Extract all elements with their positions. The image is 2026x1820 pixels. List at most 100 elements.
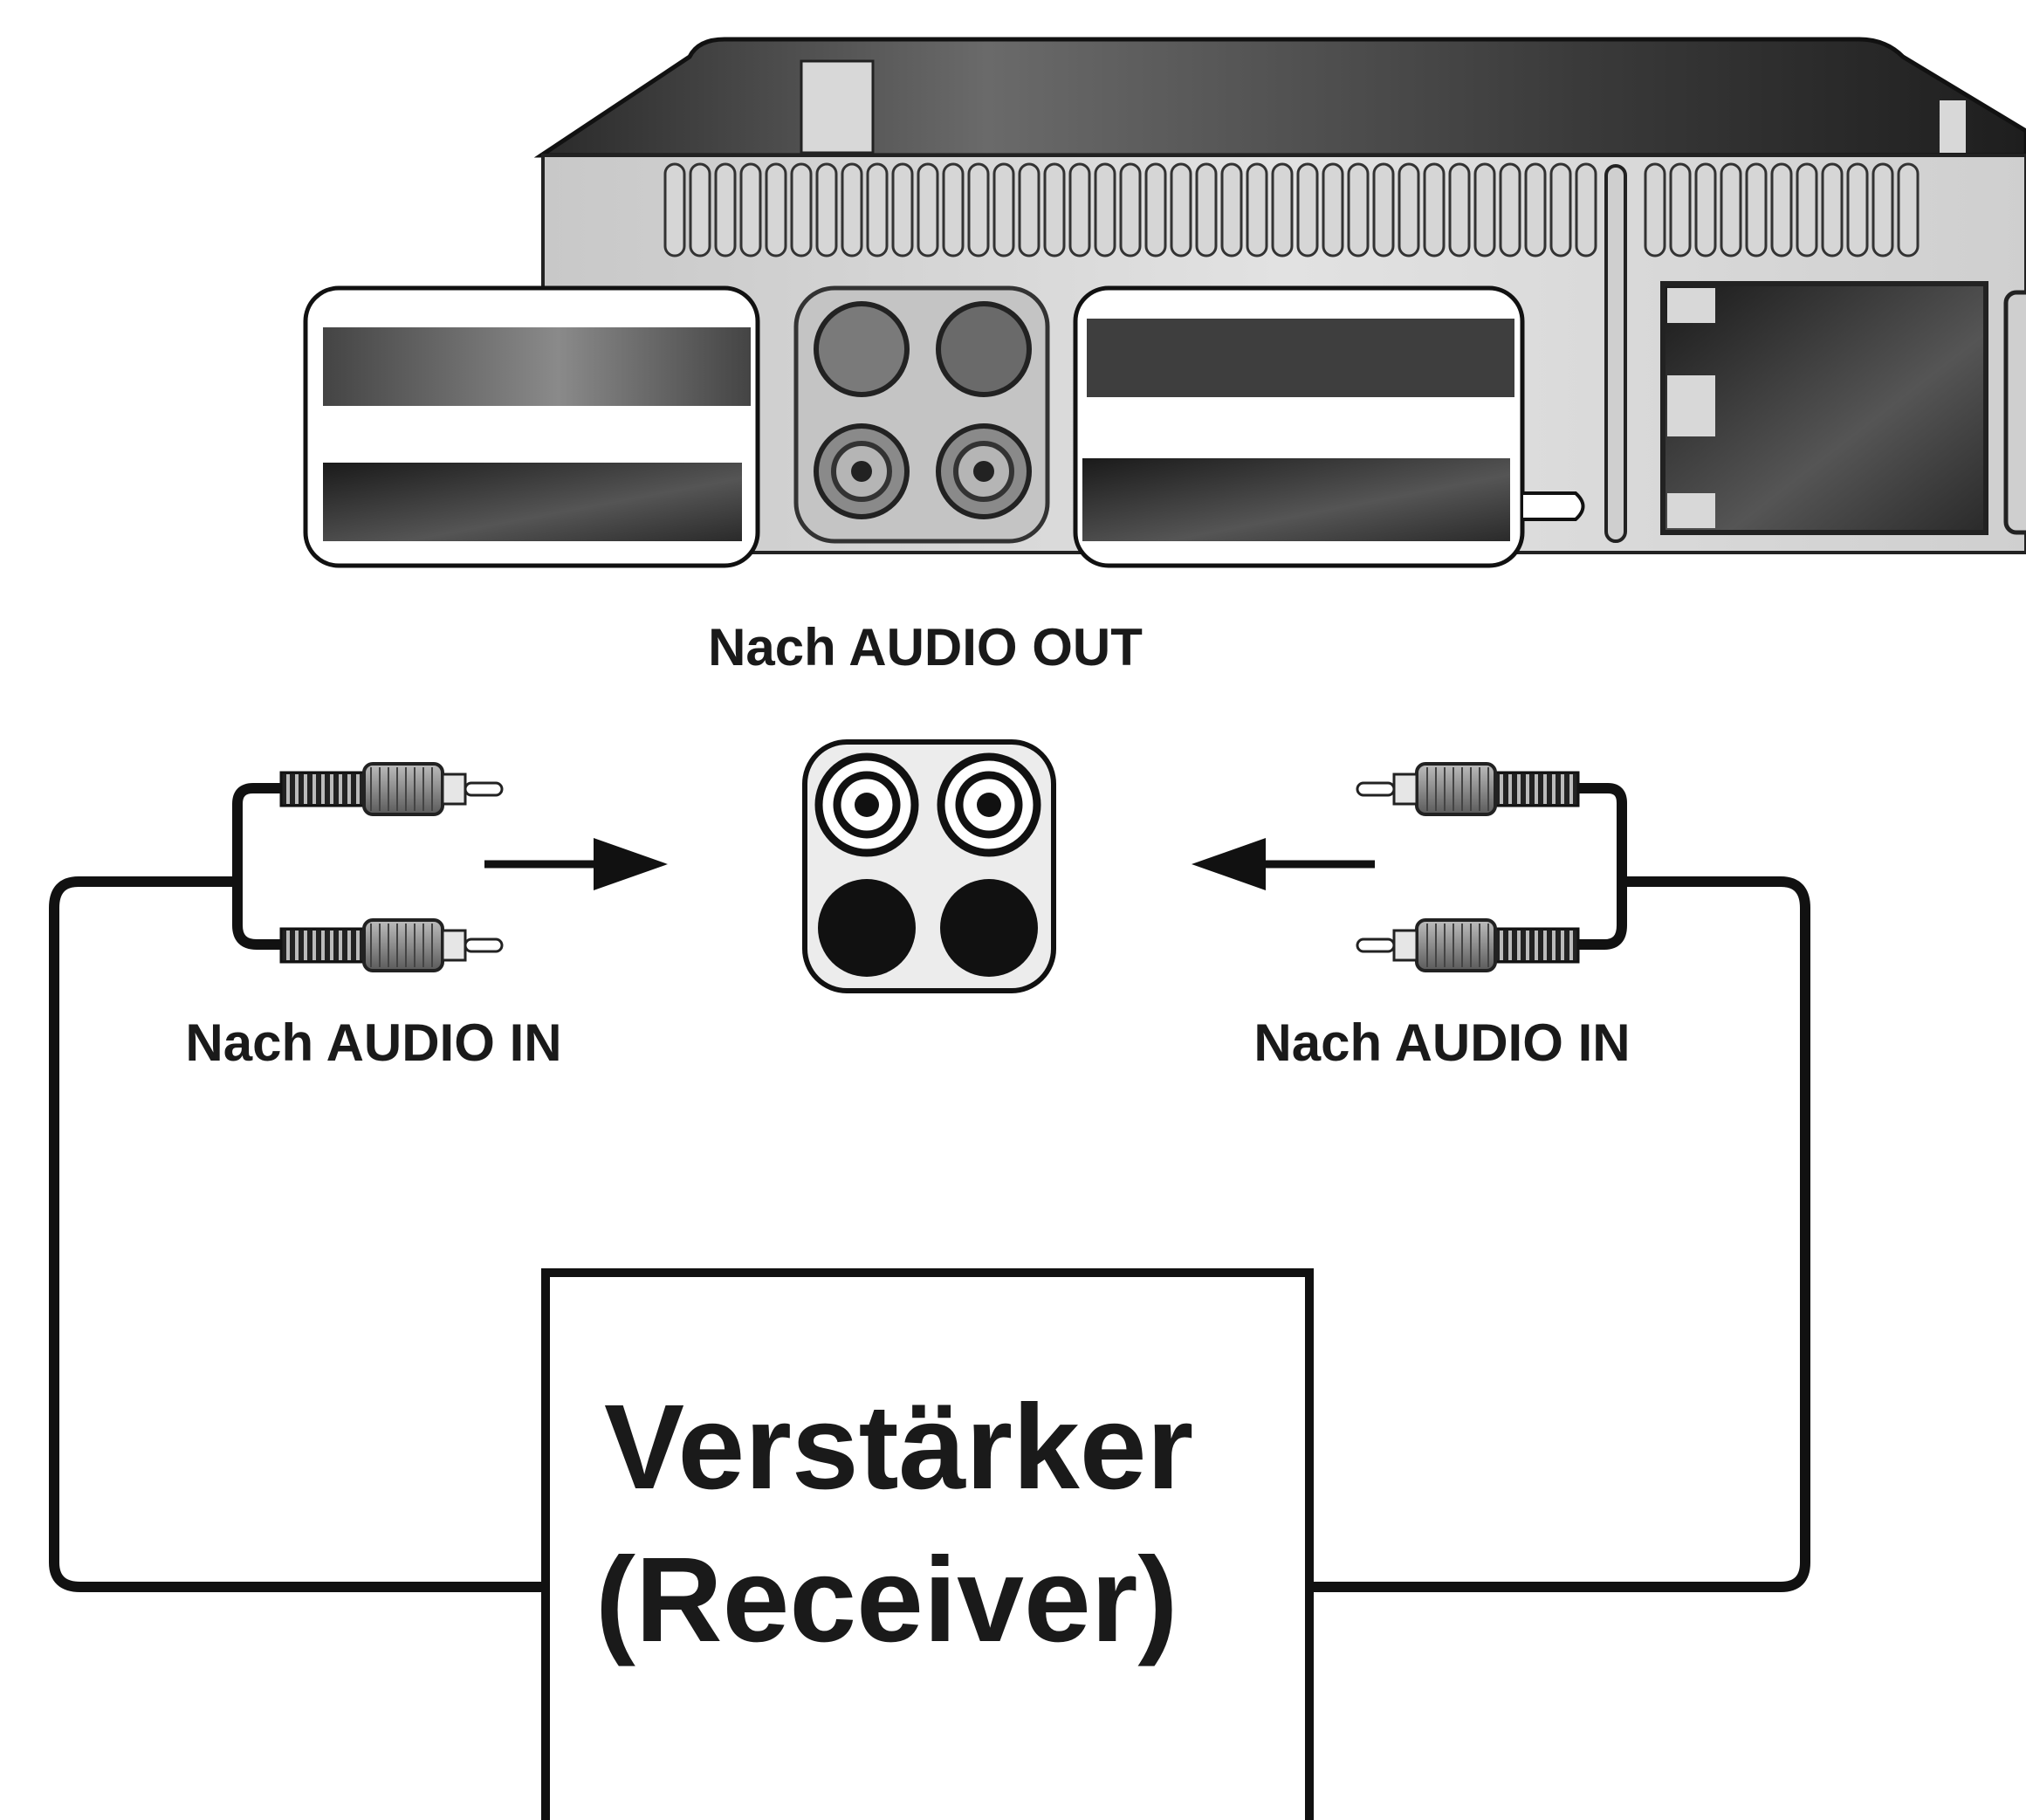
vent-slot: [1448, 162, 1471, 258]
plug-crimp-rib: [1526, 774, 1529, 804]
audio-out-label: Nach AUDIO OUT: [708, 618, 1143, 676]
left-connector-stripe-top: [323, 327, 751, 406]
arrow-left: [1192, 838, 1375, 890]
right-connector-latch: [1523, 491, 1585, 521]
vent-slot: [1499, 162, 1521, 258]
device-rear-panel: [303, 37, 2026, 568]
jack-bottom-left: [818, 879, 916, 977]
vent-slot: [1068, 162, 1091, 258]
vent-slot: [1423, 162, 1446, 258]
vent-slot: [891, 162, 914, 258]
plug-collar: [441, 929, 467, 962]
audio-in-right-label: Nach AUDIO IN: [1253, 1013, 1630, 1072]
vent-slot: [1322, 162, 1344, 258]
plug-collar: [1392, 929, 1418, 962]
plug-left-top: [279, 762, 504, 816]
right-connector-stripe-bottom: [1082, 458, 1510, 541]
plug-pin: [464, 937, 504, 953]
plug-crimp-rib: [1543, 931, 1547, 960]
plug-crimp-rib: [1500, 931, 1503, 960]
vent-slot: [1770, 162, 1793, 258]
vent-slot: [1524, 162, 1547, 258]
rear-module: [1660, 281, 1988, 535]
rear-module-tab-1: [1667, 288, 1715, 323]
vent-slot: [1575, 162, 1597, 258]
plug-crimp-rib: [1561, 774, 1564, 804]
receiver-title-line2: (Receiver): [595, 1533, 1178, 1667]
plug-crimp-rib: [1508, 931, 1512, 960]
cable-right: [1311, 783, 1810, 1592]
vent-slot: [1043, 162, 1066, 258]
plug-pin: [1356, 937, 1396, 953]
plug-crimp-rib: [295, 931, 299, 960]
plug-crimp-rib: [321, 931, 325, 960]
device-jack-bottom-right-pin: [973, 461, 994, 482]
vent-slot: [942, 162, 965, 258]
vent-slot: [1271, 162, 1294, 258]
divider-rail: [1604, 164, 1627, 543]
plug-body: [1415, 762, 1497, 816]
vent-slot: [1745, 162, 1768, 258]
plug-crimp-rib: [1561, 931, 1564, 960]
vent-slot: [689, 162, 711, 258]
receiver-title-line1: Verstärker: [604, 1380, 1193, 1514]
vent-slot: [1473, 162, 1496, 258]
jack-top-left-pin: [855, 793, 879, 817]
vent-slot: [1018, 162, 1040, 258]
audio-in-left-label: Nach AUDIO IN: [185, 1013, 561, 1072]
vent-slot: [1347, 162, 1370, 258]
plug-crimp-rib: [356, 931, 360, 960]
plug-crimp-rib: [1569, 931, 1573, 960]
plug-crimp-rib: [286, 774, 290, 804]
plug-crimp-rib: [286, 931, 290, 960]
vent-slot: [1871, 162, 1894, 258]
plug-crimp-rib: [321, 774, 325, 804]
jack-bottom-right: [940, 879, 1038, 977]
device-top-tab: [800, 59, 875, 155]
plug-collar: [441, 773, 467, 806]
plug-crimp-rib: [339, 774, 342, 804]
vent-slot: [1195, 162, 1218, 258]
plug-pin: [464, 781, 504, 797]
plug-crimp-rib: [330, 774, 333, 804]
plug-crimp-rib: [1569, 774, 1573, 804]
vent-slot: [815, 162, 838, 258]
vent-slot: [765, 162, 787, 258]
plug-body: [362, 918, 444, 972]
vent-slot: [1119, 162, 1142, 258]
plug-crimp-rib: [304, 931, 307, 960]
plug-crimp-rib: [1535, 774, 1538, 804]
vent-slot: [1846, 162, 1869, 258]
rear-module-tab-3: [1667, 493, 1715, 528]
device-top-cover: [533, 37, 2026, 158]
vent-slot: [1549, 162, 1572, 258]
ventilation-slots: [663, 162, 1920, 258]
left-connector-stripe-bottom: [323, 463, 742, 541]
vent-slot: [1796, 162, 1818, 258]
plug-crimp-rib: [1508, 774, 1512, 804]
vent-slot: [1694, 162, 1717, 258]
plug-crimp-rib: [1517, 774, 1521, 804]
plug-crimp-rib: [304, 774, 307, 804]
vent-slot: [967, 162, 990, 258]
cable-left: [49, 783, 543, 1592]
vent-slot: [1821, 162, 1844, 258]
vent-slot: [1398, 162, 1420, 258]
plug-crimp-rib: [1552, 931, 1556, 960]
vent-slot: [1144, 162, 1167, 258]
plug-body: [1415, 918, 1497, 972]
plug-crimp-rib: [356, 774, 360, 804]
plug-crimp-rib: [312, 931, 316, 960]
vent-slot: [790, 162, 813, 258]
plug-crimp-rib: [347, 774, 351, 804]
vent-slot: [1170, 162, 1192, 258]
plug-crimp-rib: [1552, 774, 1556, 804]
plug-collar: [1392, 773, 1418, 806]
plug-right-bottom: [1356, 918, 1580, 972]
vent-slot: [1372, 162, 1395, 258]
vent-slot: [841, 162, 863, 258]
vent-slot: [1669, 162, 1692, 258]
plug-crimp-rib: [347, 931, 351, 960]
device-jack-top-left: [814, 301, 910, 397]
